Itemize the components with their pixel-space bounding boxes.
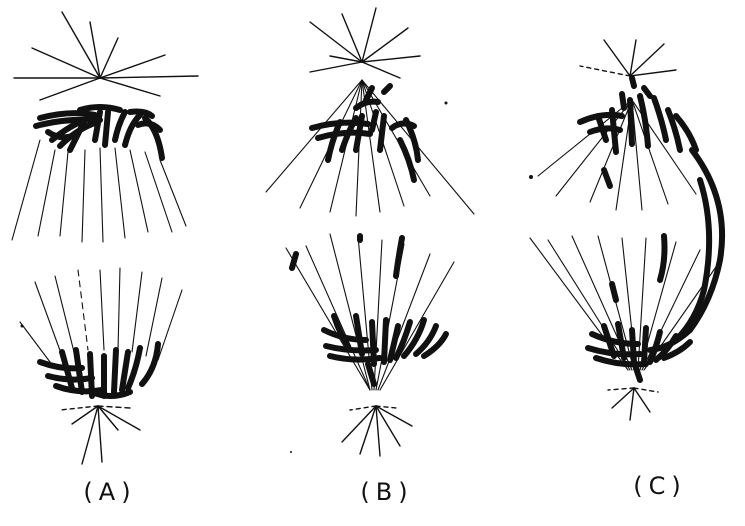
panel-b-diagram: [266, 8, 474, 456]
panel-a-label: (A): [65, 478, 155, 506]
panel-c-upper-aster: [580, 40, 676, 76]
panel-b-label: (B): [342, 478, 432, 506]
panel-b-upper-aster: [310, 8, 420, 78]
panel-a-lower-chromosomes: [40, 344, 158, 396]
panel-c-diagram: [530, 40, 722, 420]
panel-b-lower-chromosomes: [292, 236, 446, 384]
panel-c-lower-chromosomes: [588, 324, 690, 380]
panel-a-lower-aster: [60, 406, 140, 464]
panel-c-lower-aster: [608, 388, 658, 420]
panel-b-lower-aster: [342, 406, 412, 456]
panel-c-long-chromosome: [612, 150, 722, 350]
panel-c-label: (C): [615, 472, 705, 500]
panel-a-upper-aster: [14, 12, 198, 100]
panel-a-diagram: [12, 12, 198, 464]
